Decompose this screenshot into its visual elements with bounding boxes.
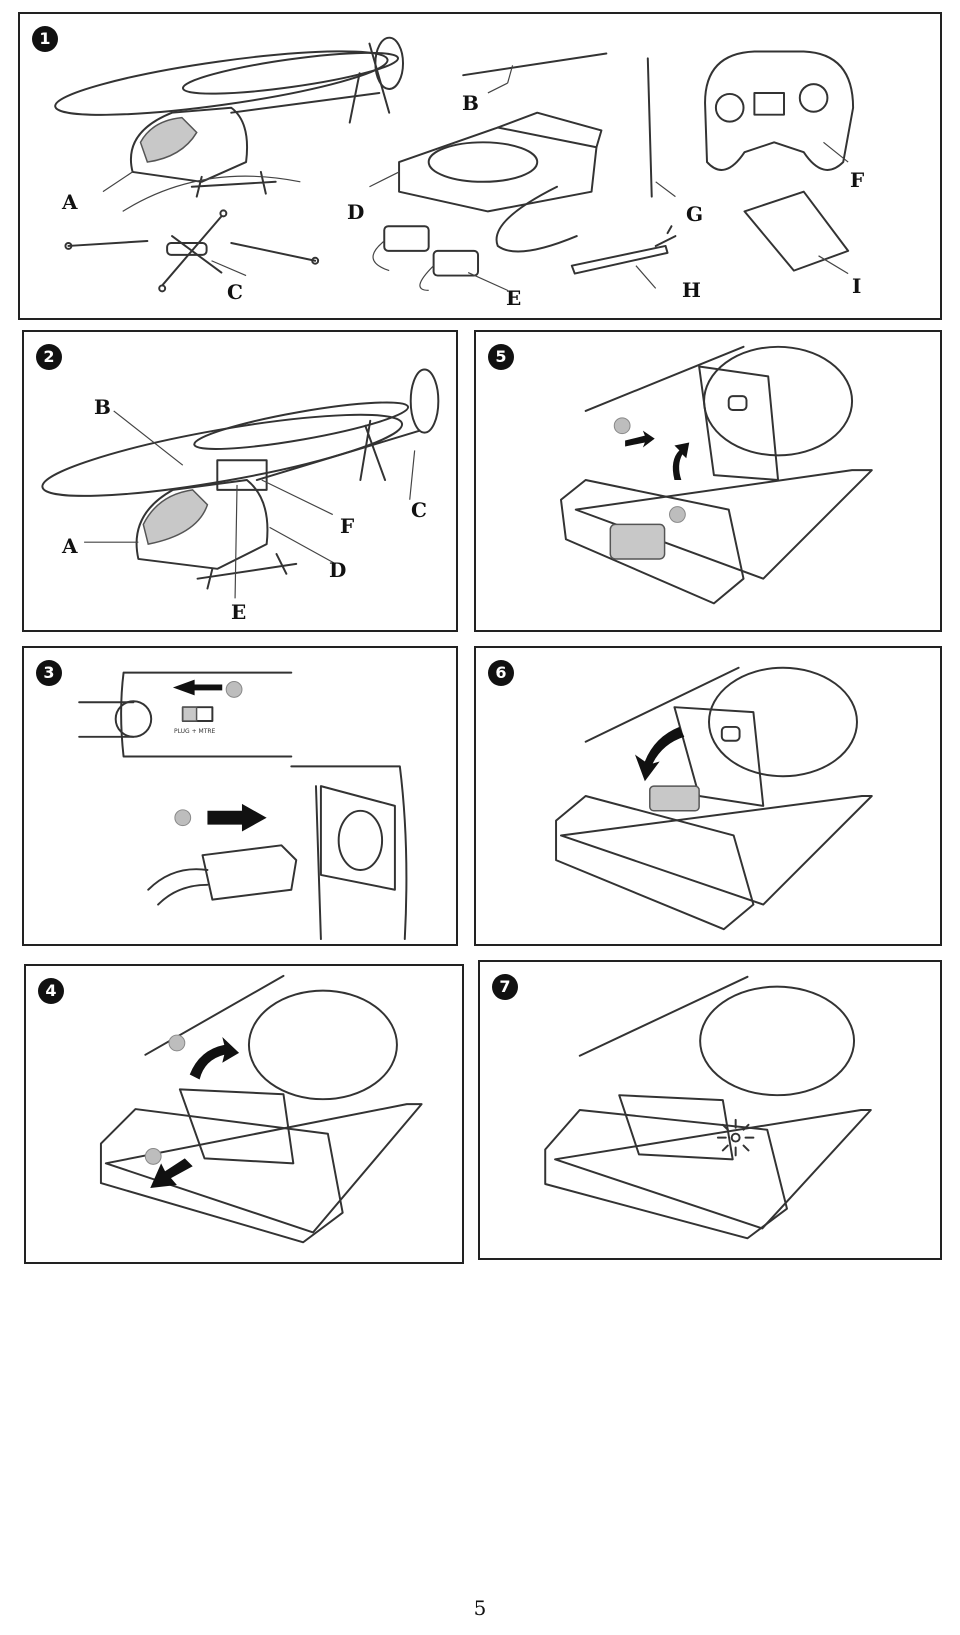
light-indicator-icon: [716, 1118, 755, 1157]
label-h: H: [682, 278, 701, 302]
label-i: I: [852, 274, 862, 298]
charger-icon: [398, 111, 603, 253]
label-f: F: [340, 514, 355, 538]
step-number-badge: 5: [488, 344, 514, 370]
arrow-icon: [189, 1037, 240, 1080]
label-e: E: [506, 286, 522, 310]
spare-parts-icon: [64, 209, 320, 293]
callout-circle: [669, 506, 686, 523]
callout-circle: [168, 1034, 186, 1052]
helicopter-icon: [41, 368, 440, 590]
parts-illustration: [54, 36, 855, 293]
rotor-blade-icon: [462, 52, 608, 77]
label-b: B: [462, 91, 479, 115]
arrow-icon: [150, 1158, 193, 1188]
arrow-icon: [172, 679, 223, 696]
step-number-badge: 3: [36, 660, 62, 686]
arrow-icon: [625, 430, 655, 448]
label-d: D: [329, 558, 347, 582]
step-number-badge: 1: [32, 26, 58, 52]
battery-insert-diagram: [559, 345, 873, 605]
helicopter-diagram: [41, 368, 440, 599]
label-f: F: [850, 168, 865, 192]
step-3-panel: 3 PLUG + MTRE: [22, 646, 458, 946]
step-number-badge: 7: [492, 974, 518, 1000]
arrow-icon: [207, 803, 267, 832]
plug-in-diagram: [78, 671, 408, 941]
helicopter-icon: [54, 36, 404, 212]
step-2-panel: 2 A B C D E F: [22, 330, 458, 632]
charger-icon: [559, 345, 873, 605]
step-7-panel: 7: [478, 960, 942, 1260]
arrow-icon: [634, 726, 685, 782]
step-number-badge: 6: [488, 660, 514, 686]
screwdriver-icon: [646, 57, 653, 198]
callout-circle: [613, 417, 631, 435]
label-a: A: [62, 534, 78, 558]
label-d: D: [347, 200, 365, 224]
plug-icon: [201, 844, 298, 901]
step-1-panel: 1 A B C D E F G H I: [18, 12, 942, 320]
manual-icon: [743, 190, 850, 272]
open-lid-diagram: [99, 974, 423, 1244]
step-5-panel: 5: [474, 330, 942, 632]
label-c: C: [411, 498, 427, 522]
step-4-panel: 4: [24, 964, 464, 1264]
callout-circle: [144, 1148, 162, 1165]
switch-label: PLUG + MTRE: [174, 728, 216, 735]
close-lid-diagram: [555, 666, 873, 931]
label-a: A: [62, 190, 78, 214]
page-number: 5: [473, 1596, 487, 1620]
label-g: G: [686, 202, 704, 226]
step-number-badge: 2: [36, 344, 62, 370]
controller-icon: [704, 50, 855, 171]
label-b: B: [94, 395, 111, 419]
strap-icon: [570, 244, 669, 275]
callout-circle: [174, 809, 192, 827]
label-c: C: [227, 280, 243, 304]
callout-circle: [225, 681, 243, 698]
arrow-icon: [672, 442, 690, 481]
battery-icon: [372, 225, 480, 291]
step-6-panel: 6: [474, 646, 942, 946]
charging-indicator-diagram: [544, 975, 872, 1240]
label-e: E: [231, 600, 247, 624]
step-number-badge: 4: [38, 978, 64, 1004]
